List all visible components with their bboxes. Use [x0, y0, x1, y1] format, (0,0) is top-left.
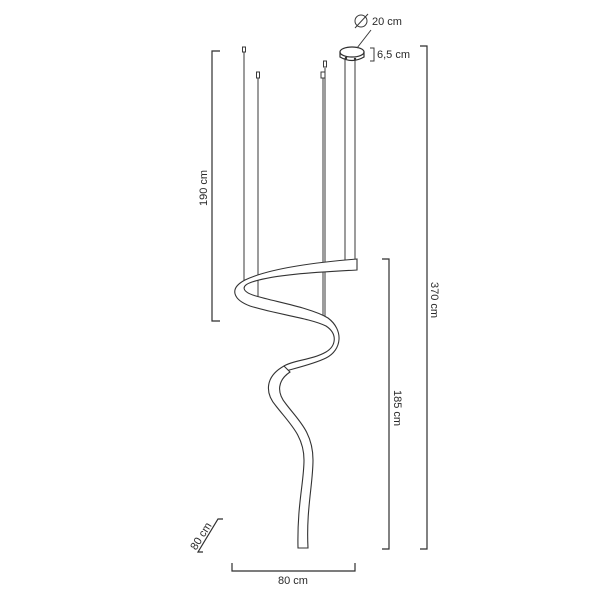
depth-dimension: 80 cm [188, 518, 223, 553]
ceiling-canopy [339, 46, 365, 62]
depth-label: 80 cm [188, 521, 214, 553]
width-dimension: 80 cm [231, 563, 356, 587]
suspension-length-label: 190 cm [198, 170, 210, 206]
spiral-ribbon-body [234, 258, 358, 549]
canopy-diameter-dimension: 20 cm [354, 13, 402, 49]
suspension-cables [242, 46, 356, 320]
canopy-height-dimension: 6,5 cm [370, 47, 410, 62]
diameter-icon [354, 13, 369, 29]
body-height-label: 185 cm [391, 390, 403, 426]
suspension-length-dimension: 190 cm [198, 50, 220, 322]
canopy-diameter-label: 20 cm [372, 16, 402, 28]
body-height-dimension: 185 cm [382, 258, 403, 550]
total-height-dimension: 370 cm [420, 45, 440, 550]
width-label: 80 cm [278, 575, 308, 587]
canopy-height-label: 6,5 cm [377, 49, 410, 61]
total-height-label: 370 cm [428, 282, 440, 318]
